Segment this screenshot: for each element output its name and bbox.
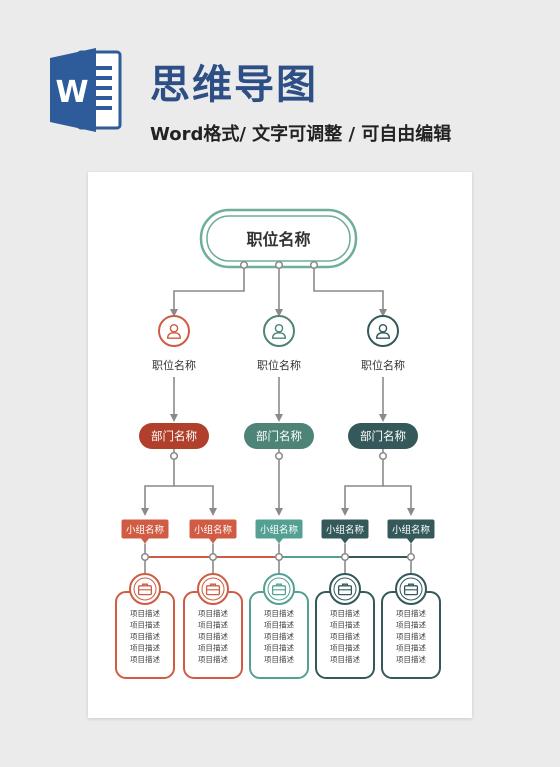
card-item: 项目描述 (130, 631, 160, 641)
card-item: 项目描述 (396, 643, 426, 653)
group-tag (121, 519, 169, 539)
root-dot-1 (274, 260, 284, 270)
group-node: 小组名称 (189, 519, 237, 544)
root-dot-2 (309, 260, 319, 270)
position-node: 职位名称 (257, 315, 301, 372)
card-item: 项目描述 (330, 620, 360, 630)
department-label: 部门名称 (256, 429, 302, 443)
page-title: 思维导图 (150, 62, 318, 108)
card-item: 项目描述 (264, 631, 294, 641)
group-label: 小组名称 (194, 524, 233, 536)
root-dot-0 (239, 260, 249, 270)
connector-dept-group (141, 449, 175, 516)
department-pill (244, 423, 314, 449)
card-item: 项目描述 (198, 643, 228, 653)
group-tag-pointer (141, 538, 149, 544)
card-icon-inner-ring (399, 577, 423, 601)
department-pill (348, 423, 418, 449)
card-item: 项目描述 (130, 643, 160, 653)
group-node: 小组名称 (255, 519, 303, 544)
group-tag-pointer (341, 538, 349, 544)
department-node: 部门名称 (139, 423, 209, 449)
bus-dot-1 (208, 552, 218, 562)
group-label: 小组名称 (326, 524, 365, 536)
card-item: 项目描述 (330, 608, 360, 618)
connector-root-left (170, 266, 245, 317)
card-item: 项目描述 (264, 643, 294, 653)
department-node: 部门名称 (244, 423, 314, 449)
card-item: 项目描述 (396, 631, 426, 641)
connector-dept-group (341, 449, 384, 516)
bus-dot-4 (406, 552, 416, 562)
group-label: 小组名称 (392, 524, 431, 536)
card-item: 项目描述 (264, 654, 294, 664)
card-icon-inner-ring (201, 577, 225, 601)
department-pill (139, 423, 209, 449)
dept-dot-0 (169, 451, 179, 461)
group-label: 小组名称 (260, 524, 299, 536)
bus-dot-3 (340, 552, 350, 562)
card-item: 项目描述 (330, 643, 360, 653)
group-node: 小组名称 (121, 519, 169, 544)
department-label: 部门名称 (360, 429, 406, 443)
position-node: 职位名称 (361, 315, 405, 372)
dept-dot-2 (378, 451, 388, 461)
root-node: 职位名称 (199, 208, 358, 269)
bus-dot-2 (274, 552, 284, 562)
card-item: 项目描述 (396, 608, 426, 618)
card-item: 项目描述 (396, 620, 426, 630)
position-ring (367, 315, 399, 347)
card-icon-inner-ring (267, 577, 291, 601)
card-item: 项目描述 (198, 631, 228, 641)
logo-letter: W (55, 75, 88, 110)
card-item: 项目描述 (264, 608, 294, 618)
card-icon-inner-ring (133, 577, 157, 601)
card-icon-inner-ring (333, 577, 357, 601)
connector-dept-group (383, 485, 415, 516)
card-item: 项目描述 (130, 608, 160, 618)
position-label: 职位名称 (257, 358, 301, 372)
card-item: 项目描述 (330, 631, 360, 641)
bus-dot-0 (140, 552, 150, 562)
root-label: 职位名称 (246, 230, 310, 249)
position-label: 职位名称 (152, 358, 196, 372)
card-item: 项目描述 (264, 620, 294, 630)
department-node: 部门名称 (348, 423, 418, 449)
position-ring (263, 315, 295, 347)
connector-root-right (313, 266, 387, 317)
group-tag-pointer (209, 538, 217, 544)
group-tag-pointer (275, 538, 283, 544)
card-item: 项目描述 (130, 620, 160, 630)
position-node: 职位名称 (152, 315, 196, 372)
group-node: 小组名称 (321, 519, 369, 544)
group-label: 小组名称 (126, 524, 165, 536)
connector-dept-group (174, 485, 217, 516)
group-tag (387, 519, 435, 539)
page-header: W 思维导图 Word格式/ 文字可调整 / 可自由编辑 (0, 0, 560, 160)
group-tag-pointer (407, 538, 415, 544)
dept-dot-1 (274, 451, 284, 461)
group-tag (189, 519, 237, 539)
position-label: 职位名称 (361, 358, 405, 372)
card-item: 项目描述 (198, 620, 228, 630)
card-item: 项目描述 (198, 654, 228, 664)
card-item: 项目描述 (198, 608, 228, 618)
card-item: 项目描述 (330, 654, 360, 664)
department-label: 部门名称 (151, 429, 197, 443)
group-node: 小组名称 (387, 519, 435, 544)
page-subtitle: Word格式/ 文字可调整 / 可自由编辑 (150, 124, 452, 145)
group-tag (255, 519, 303, 539)
group-tag (321, 519, 369, 539)
position-ring (158, 315, 190, 347)
card-item: 项目描述 (130, 654, 160, 664)
card-item: 项目描述 (396, 654, 426, 664)
word-logo-icon: W (50, 48, 122, 132)
